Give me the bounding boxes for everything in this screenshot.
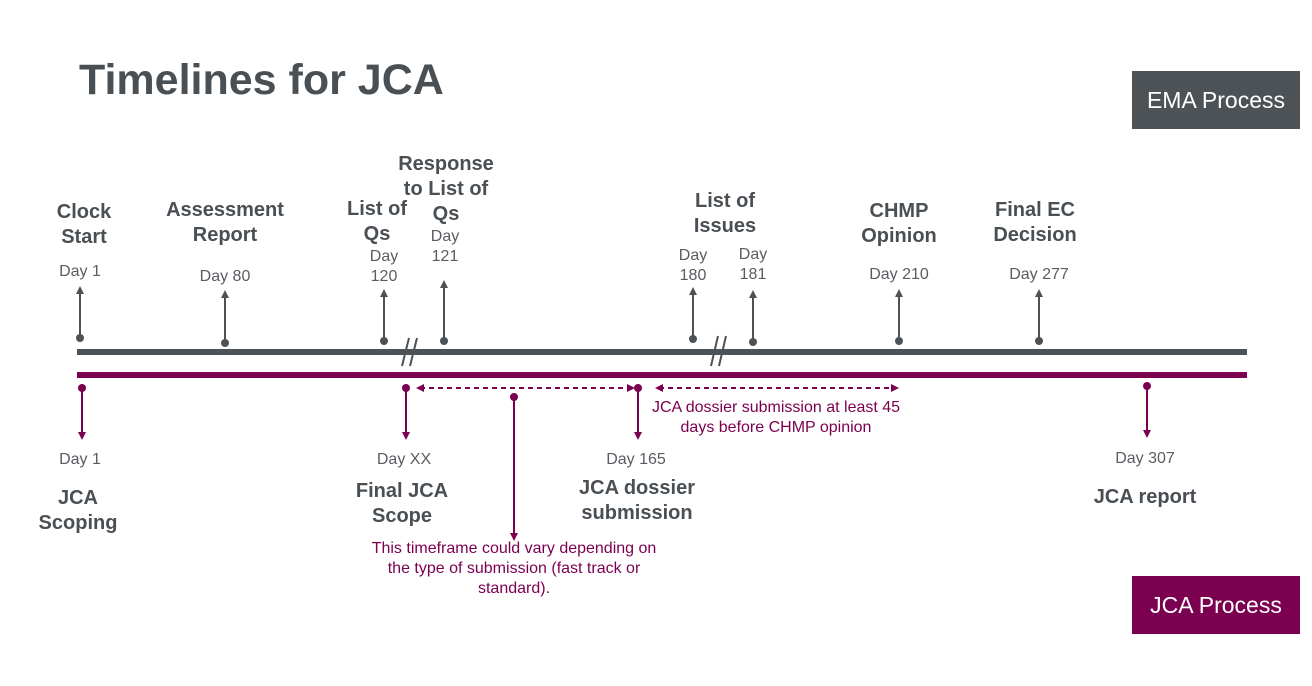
ema-arrow-day-277 <box>1035 289 1043 345</box>
jca-process-label: JCA Process <box>1132 576 1300 634</box>
ema-day-120: Day 120 <box>369 248 399 285</box>
jca-arrow-day-307 <box>1143 382 1151 438</box>
jca-day-165: Day 165 <box>606 451 666 468</box>
ema-label-final-ec-decision: Final EC Decision <box>993 199 1077 246</box>
ema-day-277: Day 277 <box>1009 266 1069 283</box>
ema-day-181: Day 181 <box>738 246 768 283</box>
jca-label-jca-scoping: JCA Scoping <box>38 487 118 534</box>
dossier-window-note: JCA dossier submission at least 45 days … <box>651 399 901 436</box>
jca-day-1: Day 1 <box>59 451 101 468</box>
page-title: Timelines for JCA <box>79 56 444 104</box>
ema-label-list-of-issues: List of Issues <box>693 190 757 237</box>
break-mark <box>401 337 418 367</box>
ema-label-chmp-opinion: CHMP Opinion <box>861 200 937 247</box>
jca-day-307: Day 307 <box>1115 450 1175 467</box>
ema-arrow-day-1 <box>76 286 84 342</box>
ema-arrow-day-181 <box>749 290 757 346</box>
ema-arrow-day-120 <box>380 289 388 345</box>
ema-day-80: Day 80 <box>199 268 251 285</box>
timeframe-arrow <box>510 393 518 541</box>
jca-arrow-day-165 <box>634 384 642 440</box>
ema-label-clock-start: Clock Start <box>56 201 112 248</box>
ema-arrow-day-121 <box>440 280 448 345</box>
jca-label-final-jca-scope: Final JCA Scope <box>355 480 449 527</box>
jca-day-xx: Day XX <box>376 451 432 468</box>
jca-label-jca-report: JCA report <box>1093 486 1197 508</box>
ema-label-list-of-qs: List of Qs <box>347 198 407 245</box>
timeframe-note: This timeframe could vary depending on t… <box>371 540 657 597</box>
ema-day-1: Day 1 <box>59 263 101 280</box>
ema-process-label: EMA Process <box>1132 71 1300 129</box>
jca-arrow-day-xx <box>402 384 410 440</box>
break-mark <box>710 335 727 367</box>
ema-day-210: Day 210 <box>869 266 929 283</box>
ema-day-180: Day 180 <box>678 247 708 284</box>
jca-arrow-day-1 <box>78 384 86 440</box>
ema-day-121: Day 121 <box>430 228 460 265</box>
ema-label-assessment-report: Assessment Report <box>166 199 284 246</box>
ema-arrow-day-210 <box>895 289 903 345</box>
jca-label-jca-dossier-submission: JCA dossier submission <box>579 477 695 524</box>
ema-label-response-to-list-of-qs: Response to List of Qs <box>398 153 494 225</box>
ema-arrow-day-180 <box>689 287 697 343</box>
ema-arrow-day-80 <box>221 290 229 347</box>
